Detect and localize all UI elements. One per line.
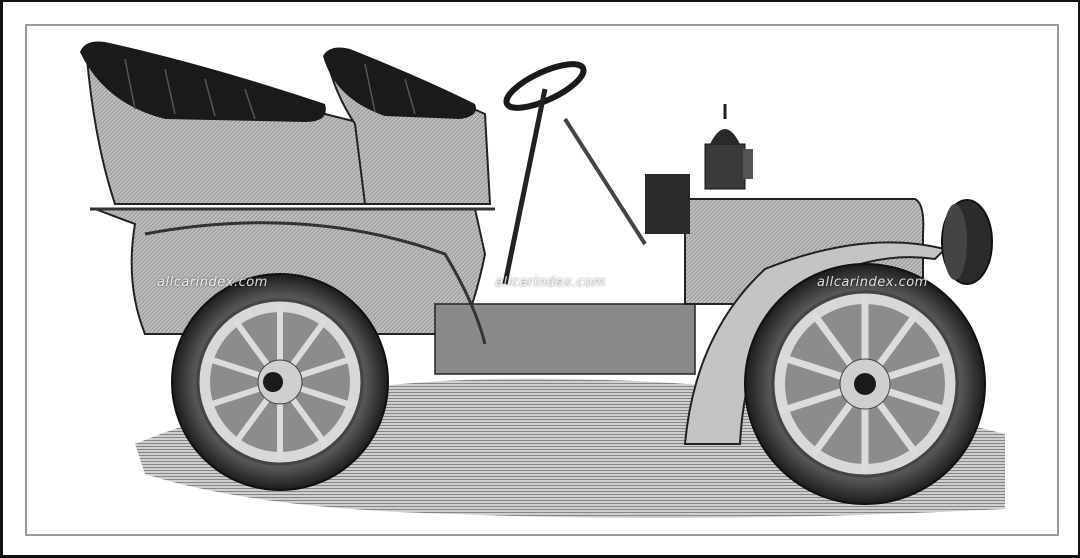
front-wheel (744, 263, 986, 505)
car-body (85, 50, 947, 445)
side-lamp (941, 199, 993, 285)
watermark: allcarindex.com (495, 275, 606, 290)
rear-wheel (171, 273, 389, 491)
watermark: allcarindex.com (817, 275, 928, 290)
watermark: allcarindex.com (157, 275, 268, 290)
headlamp (704, 104, 753, 190)
steering-column (502, 61, 647, 285)
image-frame: allcarindex.com allcarindex.com allcarin… (25, 24, 1059, 536)
seat-upholstery (80, 41, 476, 122)
car-illustration (80, 41, 1005, 518)
